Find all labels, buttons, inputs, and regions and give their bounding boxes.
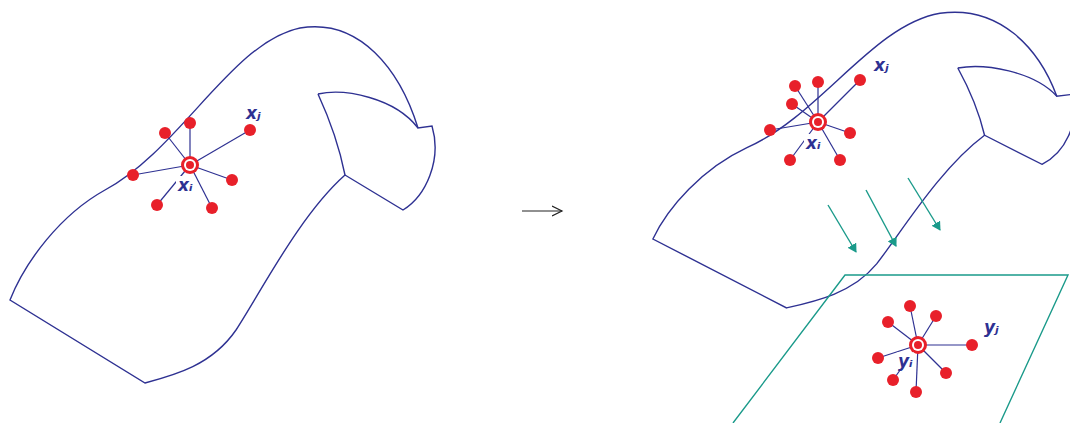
point-label: xᵢ bbox=[804, 134, 823, 153]
point-label: xⱼ bbox=[244, 104, 263, 123]
manifold-surface bbox=[653, 12, 1070, 308]
manifold-surface bbox=[10, 27, 435, 383]
point-label: xⱼ bbox=[872, 56, 891, 75]
center-point bbox=[809, 113, 827, 131]
neighbor-links bbox=[770, 80, 860, 160]
neighbor-points bbox=[127, 117, 256, 214]
point-label: yⱼ bbox=[982, 318, 1001, 337]
neighbor-points bbox=[872, 300, 978, 398]
point-label: yᵢ bbox=[896, 352, 915, 371]
center-point bbox=[181, 156, 199, 174]
point-label: xᵢ bbox=[176, 176, 195, 195]
neighbor-links bbox=[133, 123, 250, 208]
embedding-plane bbox=[733, 275, 1068, 423]
projection-arrows bbox=[828, 178, 940, 252]
transition-arrow bbox=[522, 210, 562, 211]
neighbor-points bbox=[764, 74, 866, 166]
neighbor-links bbox=[878, 306, 972, 392]
